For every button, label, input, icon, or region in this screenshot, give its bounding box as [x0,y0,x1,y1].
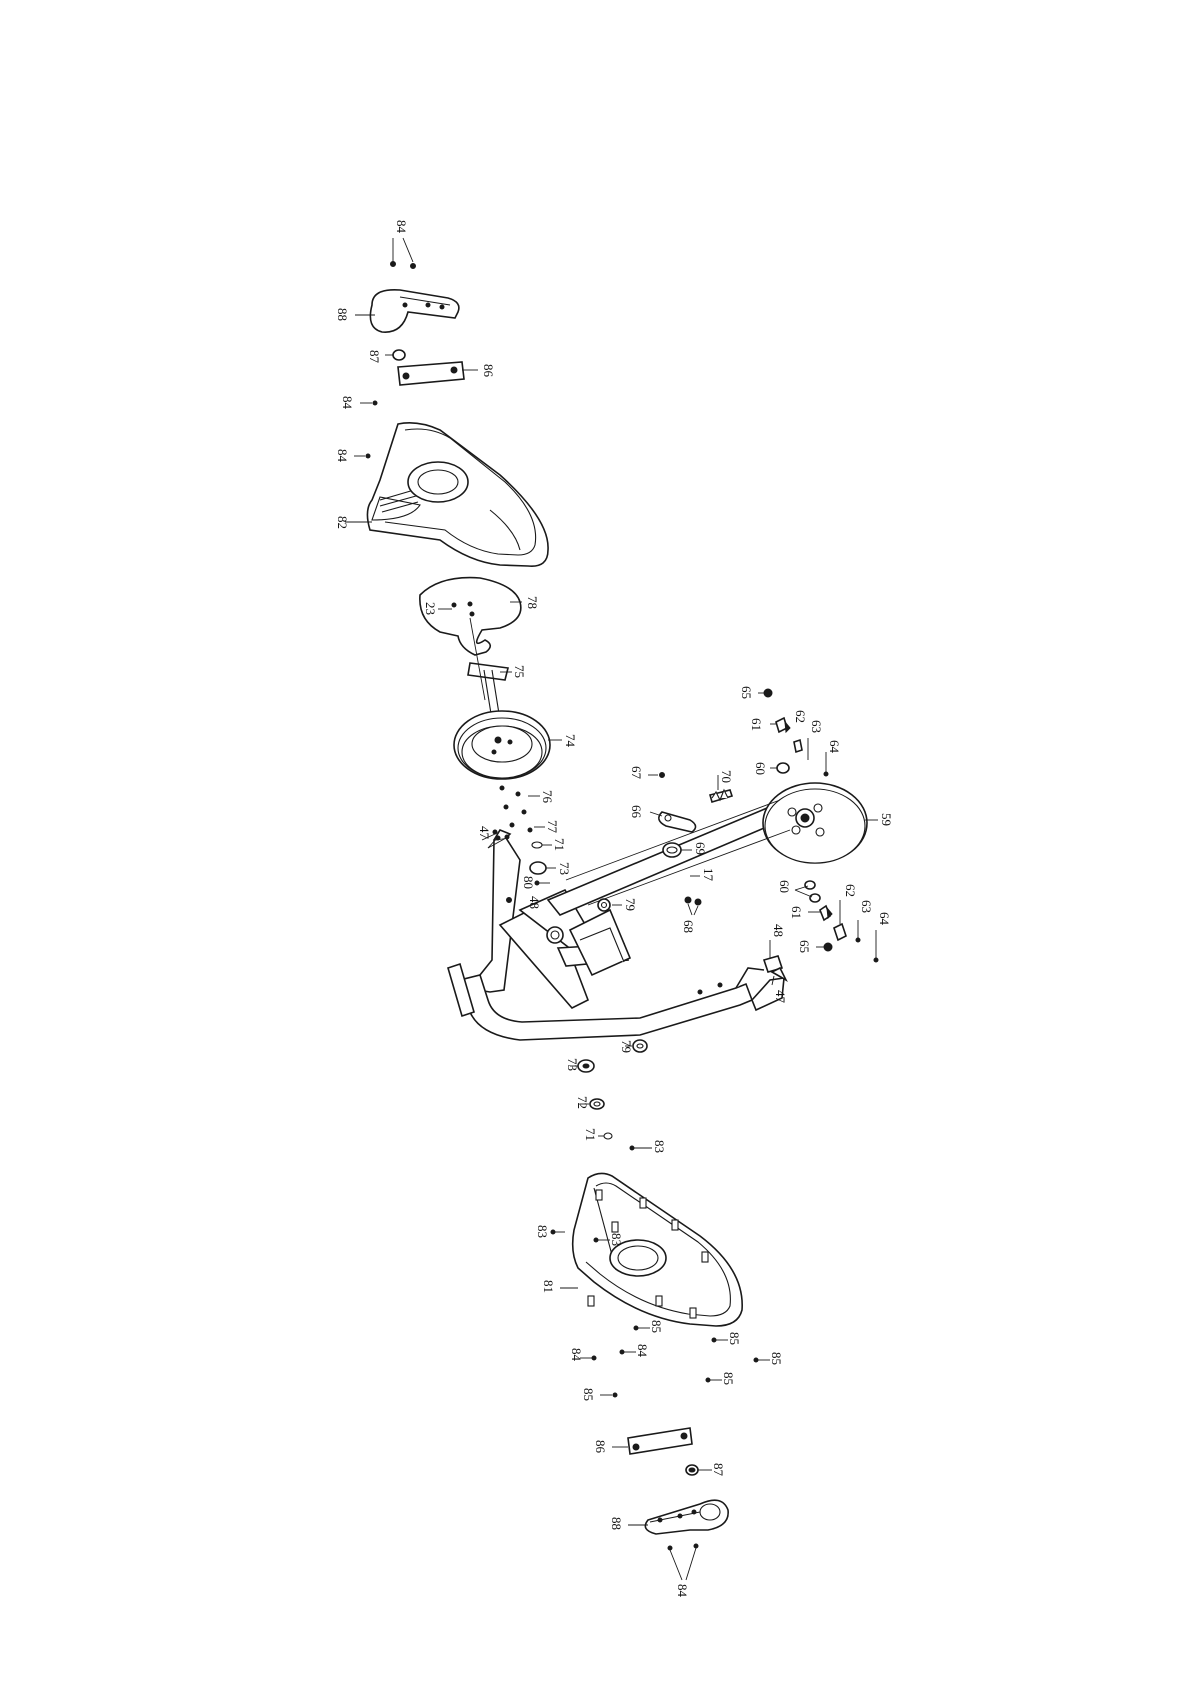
label-60-bot: 60 [777,880,792,893]
label-88-top: 88 [335,308,350,321]
label-66: 66 [629,805,644,819]
label-71-top: 71 [552,838,567,851]
label-84-top: 84 [394,220,409,234]
label-71-bot: 71 [583,1128,598,1141]
label-82: 82 [335,516,350,529]
large-pulley [454,711,562,779]
label-84-bot: 84 [675,1584,690,1598]
belt-plate [420,578,522,655]
label-47-right: 47 [773,990,788,1004]
label-87-bot: 87 [711,1463,726,1477]
label-84-c: 84 [635,1344,650,1358]
label-83-a: 83 [652,1140,667,1153]
label-75: 75 [512,665,527,678]
label-63-bot: 63 [859,900,874,913]
label-87-top: 87 [367,350,382,364]
label-63-top: 63 [809,720,824,733]
label-62-bot: 62 [843,884,858,897]
label-48-right: 48 [771,924,786,937]
label-70: 70 [719,770,734,783]
label-48-left: 48 [527,896,542,909]
label-84-d: 84 [569,1348,584,1362]
label-79-bot: 79 [619,1040,634,1053]
label-85-e: 85 [581,1388,596,1401]
label-83-b: 83 [535,1225,550,1238]
lower-hardware-stack [570,1040,647,1139]
label-65-top: 65 [739,686,754,699]
label-85-c: 85 [721,1372,736,1385]
label-74: 74 [563,734,578,748]
label-88-bot: 88 [609,1517,624,1530]
label-72: 72 [575,1096,590,1109]
label-61-bot: 61 [789,906,804,919]
label-62-top: 62 [793,710,808,723]
label-83-c: 83 [609,1233,624,1246]
label-23: 23 [423,602,438,615]
label-73-bot: 73 [565,1058,580,1071]
label-59: 59 [879,813,894,826]
label-61-top: 61 [749,718,764,731]
label-85-b: 85 [727,1332,742,1345]
foot-hardware-right [764,940,786,985]
label-84-a: 84 [340,396,355,410]
label-85-d: 85 [769,1352,784,1365]
label-64-top: 64 [827,740,842,754]
label-69: 69 [693,842,708,855]
label-85-a: 85 [649,1320,664,1333]
label-76: 76 [540,790,555,804]
label-68: 68 [681,920,696,933]
label-67: 67 [629,766,644,780]
label-79-top: 79 [623,898,638,911]
top-pedal-cover-group [355,238,459,332]
label-60-top: 60 [753,762,768,775]
label-84-b: 84 [335,449,350,463]
label-86-top: 86 [481,364,496,378]
label-77: 77 [545,820,560,834]
label-17: 17 [701,868,716,882]
label-64-bot: 64 [877,912,892,926]
top-bracket-group [385,350,478,385]
top-side-cover [345,401,548,566]
bottom-pedal-cover-group [628,1500,728,1580]
label-65-bot: 65 [797,940,812,953]
label-80: 80 [521,876,536,889]
bottom-bracket-group [612,1428,712,1475]
label-81: 81 [541,1280,556,1293]
label-86-bot: 86 [593,1440,608,1454]
label-78: 78 [525,596,540,609]
label-47-left: 47 [477,826,492,840]
label-73-top: 73 [557,862,572,875]
